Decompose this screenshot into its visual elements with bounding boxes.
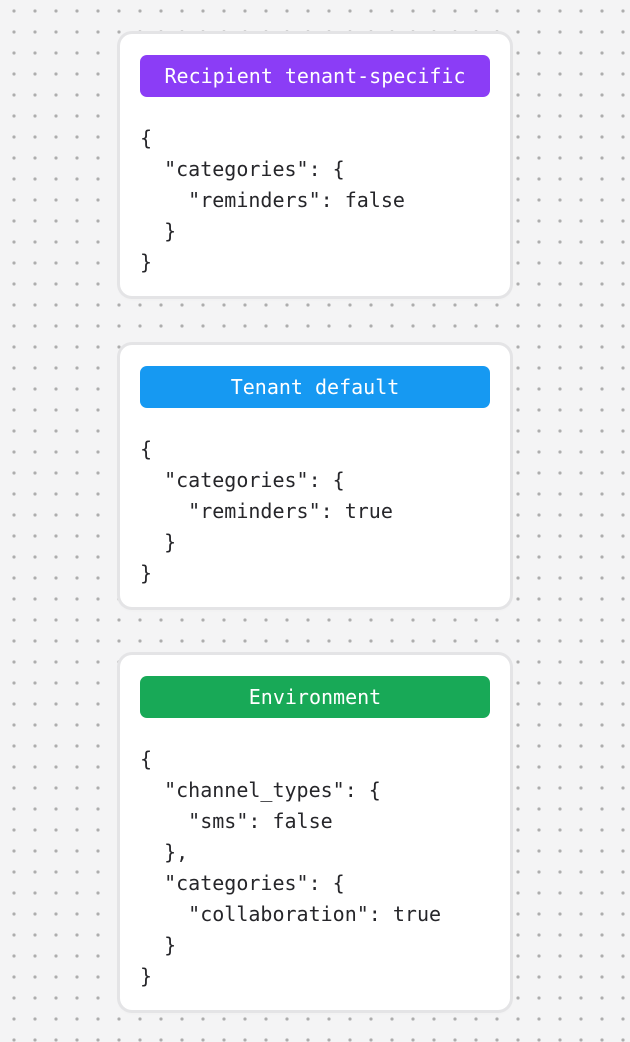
json-code-environment: { "channel_types": { "sms": false }, "ca… [140, 747, 442, 988]
badge-recipient-tenant-specific: Recipient tenant-specific [140, 55, 490, 97]
badge-environment: Environment [140, 676, 490, 718]
card-tenant-default: Tenant default { "categories": { "remind… [120, 345, 510, 607]
json-code-recipient-tenant-specific: { "categories": { "reminders": false } } [140, 126, 405, 274]
json-code-tenant-default: { "categories": { "reminders": true } } [140, 437, 393, 585]
card-recipient-tenant-specific: Recipient tenant-specific { "categories"… [120, 34, 510, 296]
badge-tenant-default: Tenant default [140, 366, 490, 408]
card-environment: Environment { "channel_types": { "sms": … [120, 655, 510, 1010]
